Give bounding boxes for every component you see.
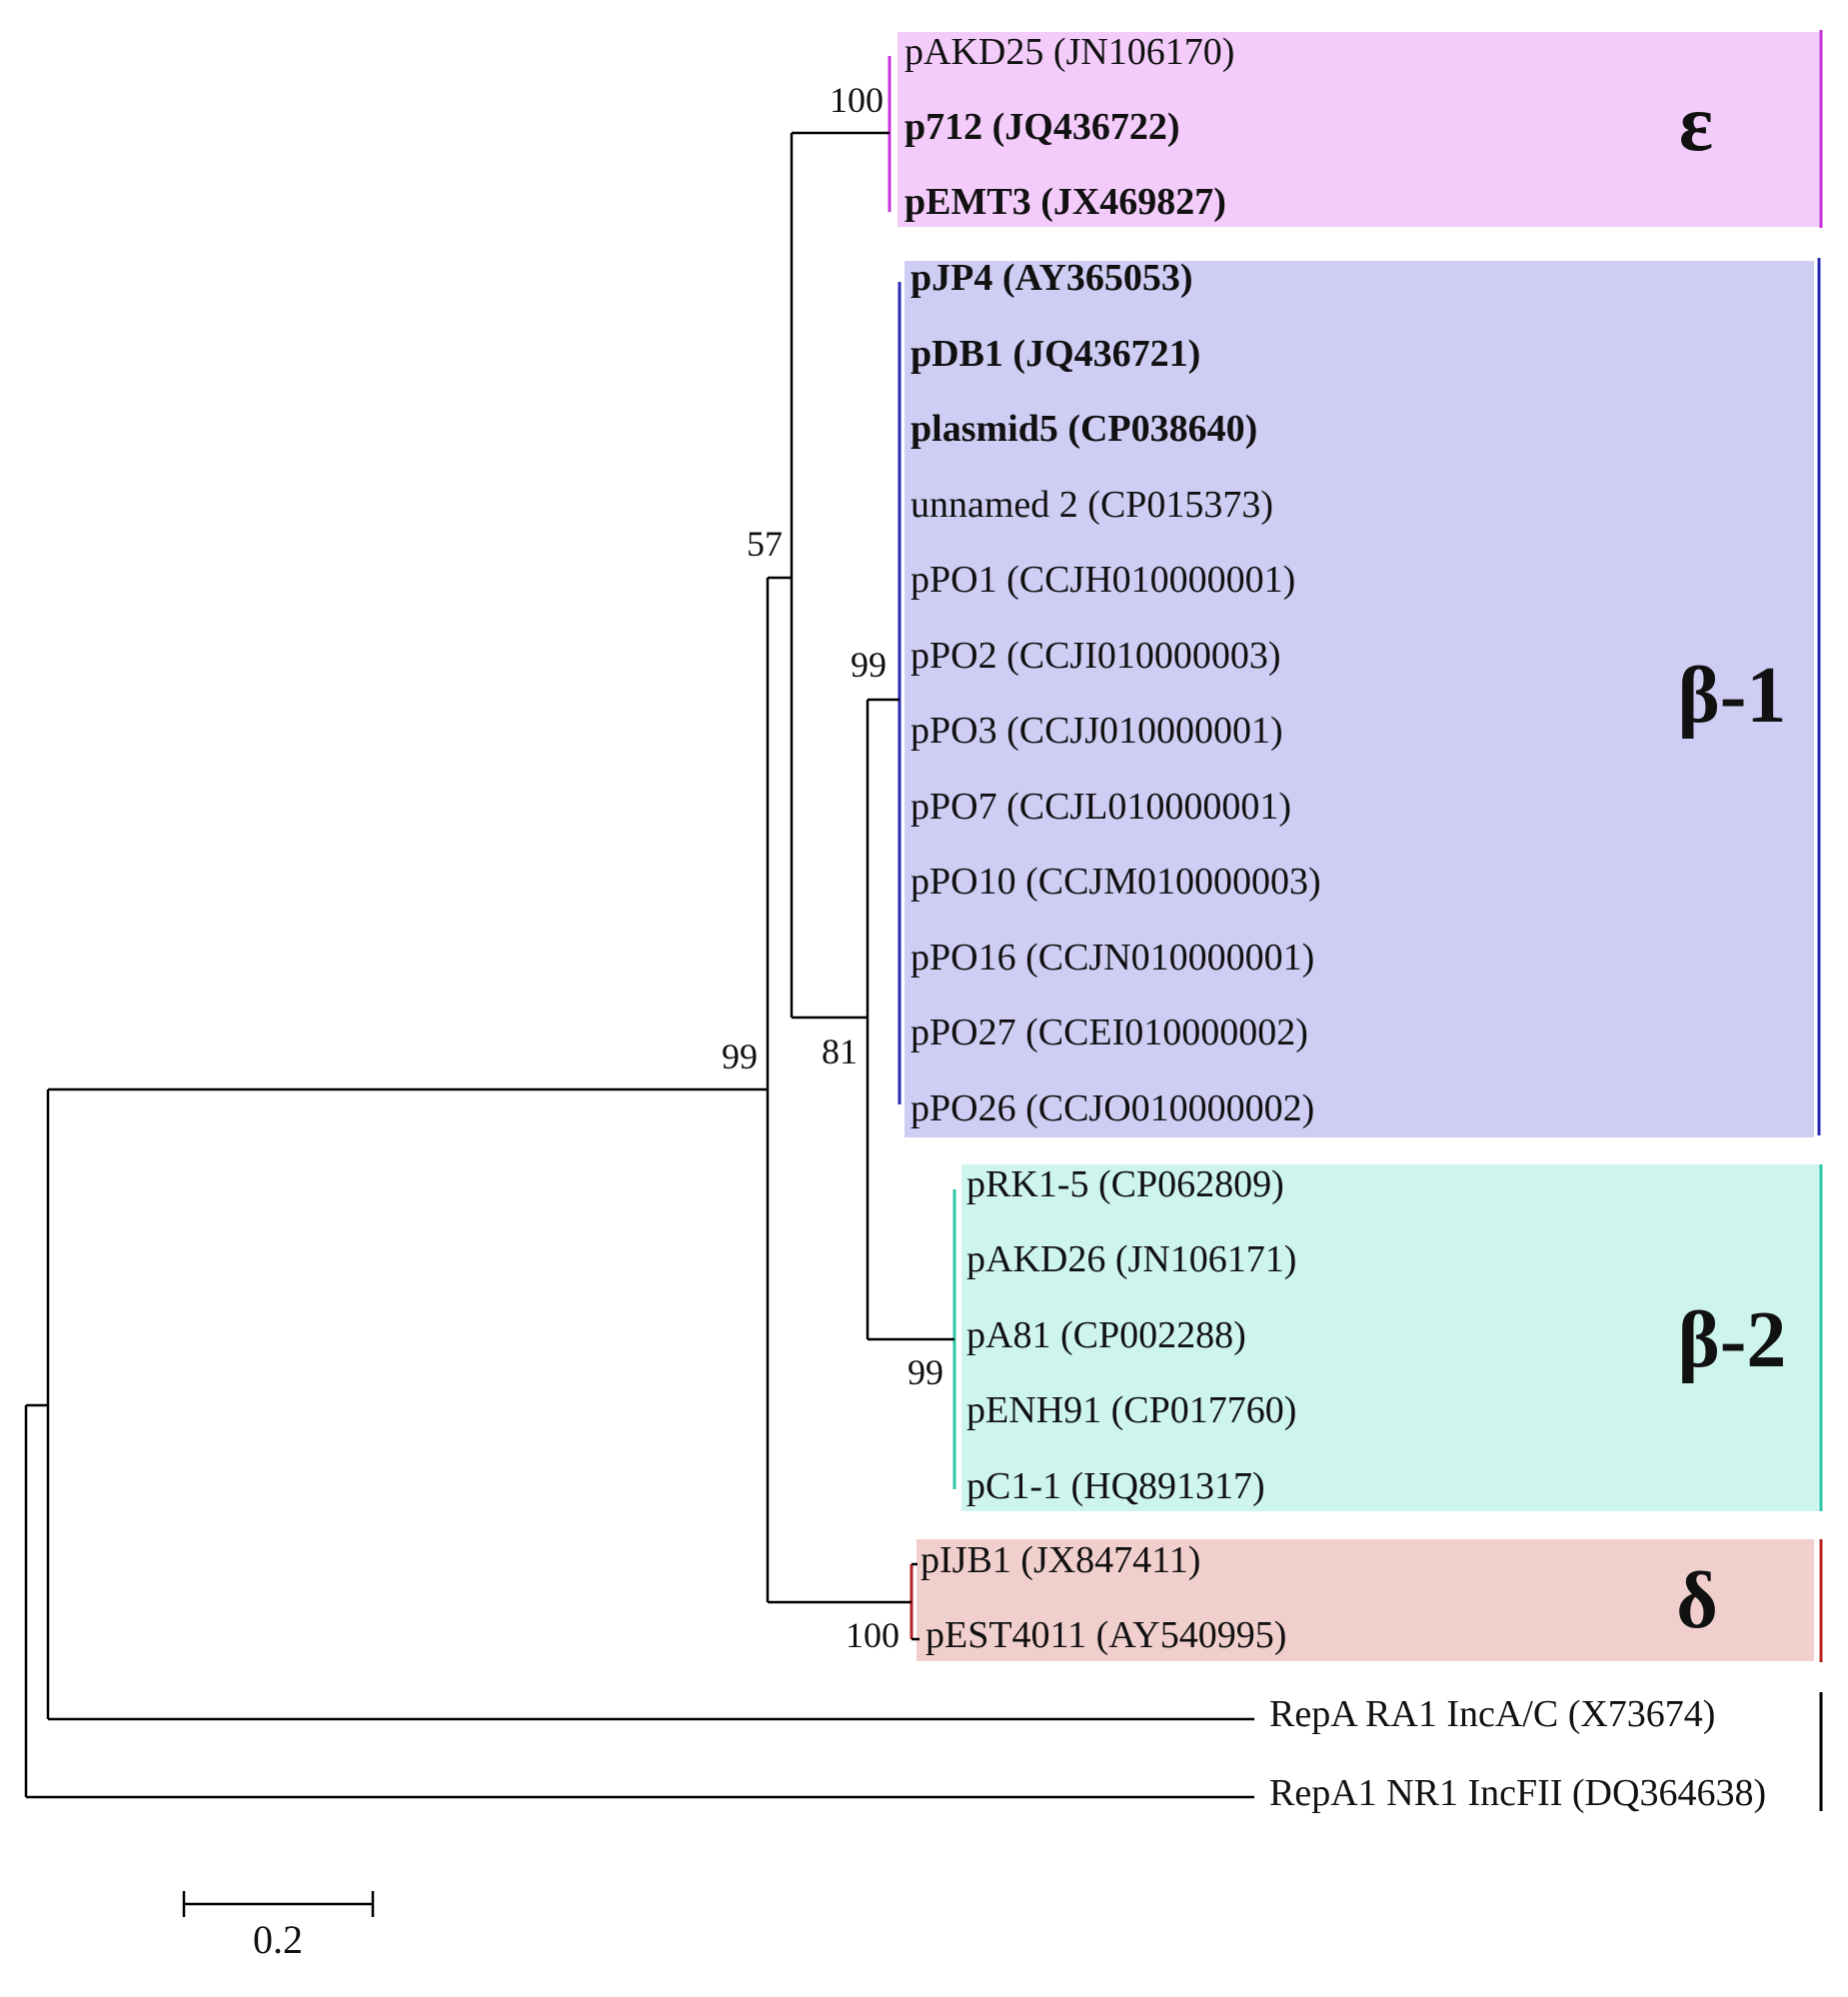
branch-root [24,1403,1254,1799]
leaf-label: RepA1 NR1 IncFII (DQ364638) [1269,1772,1766,1814]
branch-node-a [46,1087,1254,1721]
branch-delta-stub [912,1562,920,1641]
leaf-label: pPO1 (CCJH010000001) [911,559,1295,601]
clade-label-beta1: β-1 [1678,652,1787,740]
clade-label-beta2: β-2 [1678,1296,1787,1384]
scale-bar: 0.2 [182,1891,375,1962]
leaf-label: pPO2 (CCJI010000003) [911,635,1281,677]
clade-label-delta: δ [1676,1557,1718,1645]
leaf-label: unnamed 2 (CP015373) [911,484,1273,526]
leaf-label: pAKD26 (JN106171) [966,1238,1296,1280]
branch-beta [866,698,954,1341]
leaf-label: pRK1-5 (CP062809) [966,1163,1284,1205]
branch-ingroup [766,576,912,1604]
leaf-label: RepA RA1 IncA/C (X73674) [1269,1693,1715,1735]
clade-box-beta2 [961,1164,1821,1511]
leaf-label: pPO3 (CCJJ010000001) [911,710,1283,752]
branch-epsilon-beta [790,131,890,1019]
leaf-label: pEMT3 (JX469827) [905,181,1226,223]
bootstrap-beta: 81 [822,1031,858,1071]
leaf-label: pPO26 (CCJO010000002) [911,1087,1314,1129]
leaf-label: pEST4011 (AY540995) [925,1614,1286,1656]
leaf-labels: pAKD25 (JN106170) p712 (JQ436722) pEMT3 … [905,31,1766,1814]
leaf-label: pIJB1 (JX847411) [921,1539,1200,1581]
bootstrap-epsilon: 100 [830,80,884,120]
leaf-label: pA81 (CP002288) [966,1314,1246,1356]
leaf-label: p712 (JQ436722) [905,106,1180,148]
clade-box-epsilon [898,32,1821,227]
leaf-label: pAKD25 (JN106170) [905,31,1234,73]
bootstrap-values: 100 57 99 81 99 99 100 [722,80,943,1655]
clade-box-delta [917,1539,1814,1661]
bootstrap-beta2: 99 [908,1352,943,1392]
scale-bar-line [182,1891,375,1917]
leaf-label: pPO27 (CCEI010000002) [911,1011,1308,1053]
scale-bar-label: 0.2 [253,1917,303,1962]
bootstrap-beta1: 99 [851,645,887,685]
clade-box-beta1 [905,261,1814,1137]
tree-branches [24,131,1254,1799]
bootstrap-ingroup: 99 [722,1036,758,1076]
leaf-label: pPO7 (CCJL010000001) [911,786,1291,828]
bootstrap-delta: 100 [846,1615,900,1655]
bootstrap-epsilon-beta: 57 [747,524,783,564]
clade-label-epsilon: ε [1679,80,1713,168]
leaf-label: pENH91 (CP017760) [966,1389,1296,1431]
leaf-label: pPO10 (CCJM010000003) [911,861,1321,903]
clade-labels: ε β-1 β-2 δ [1676,80,1786,1645]
leaf-label: plasmid5 (CP038640) [911,408,1257,450]
leaf-label: pC1-1 (HQ891317) [966,1465,1265,1507]
leaf-label: pDB1 (JQ436721) [911,333,1200,375]
leaf-label: pJP4 (AY365053) [911,257,1193,299]
leaf-label: pPO16 (CCJN010000001) [911,937,1314,979]
